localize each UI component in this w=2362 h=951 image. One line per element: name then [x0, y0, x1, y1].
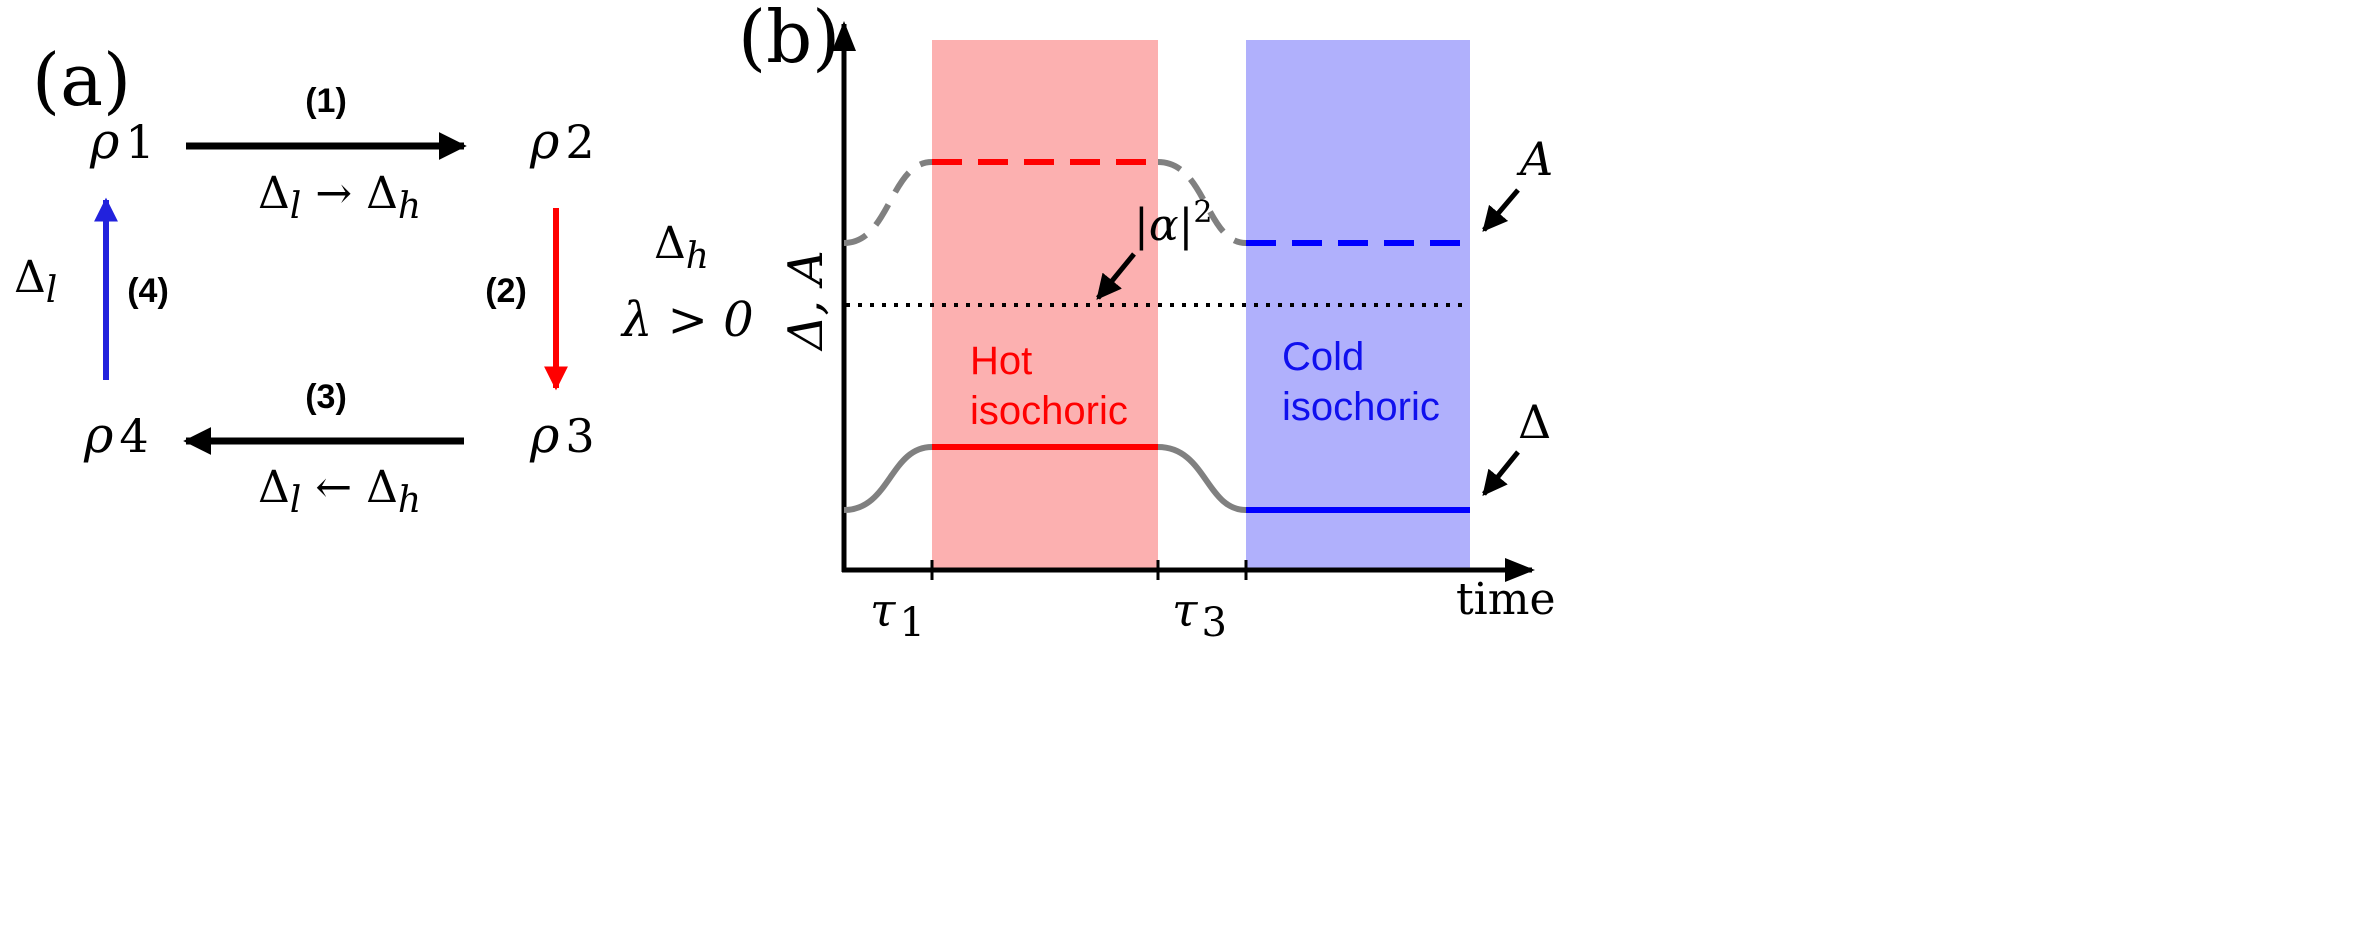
step-1-annotation: Δl → Δh — [258, 168, 421, 227]
cold-label-line2: isochoric — [1282, 385, 1440, 429]
A-transition-fall — [1157, 159, 1247, 246]
cold-label-line1: Cold — [1282, 335, 1364, 379]
A-transition-rise — [843, 159, 933, 246]
left-delta-l: Δl — [14, 252, 57, 311]
panel-a-label: (a) — [32, 38, 131, 122]
Delta-pointer-arrow — [1482, 450, 1520, 496]
alpha-pointer-arrow — [1096, 252, 1136, 300]
A-pointer-arrow — [1482, 188, 1520, 232]
x-axis-label: time — [1456, 574, 1556, 625]
hot-label-line1: Hot — [970, 339, 1032, 383]
cold-isochoric-region — [1246, 40, 1470, 570]
alpha-squared-label: |α|2 — [1134, 195, 1212, 251]
Delta-transition-fall — [1157, 444, 1247, 513]
right-delta-h: Δh — [654, 218, 709, 277]
step-3-annotation: Δl ← Δh — [258, 462, 421, 521]
hot-label-line2: isochoric — [970, 389, 1128, 433]
step-2-label: (2) — [485, 272, 527, 310]
step-3-label: (3) — [305, 378, 347, 416]
Delta-curve-label: Δ — [1518, 395, 1551, 449]
y-axis-label: Δ, A — [778, 250, 834, 352]
step-1-label: (1) — [305, 82, 347, 120]
lambda-condition: λ > 0 — [620, 292, 754, 348]
A-curve-label: A — [1516, 132, 1553, 186]
step-4-label: (4) — [127, 272, 169, 310]
Delta-transition-rise — [843, 444, 933, 513]
panel-b-label: (b) — [738, 0, 840, 79]
